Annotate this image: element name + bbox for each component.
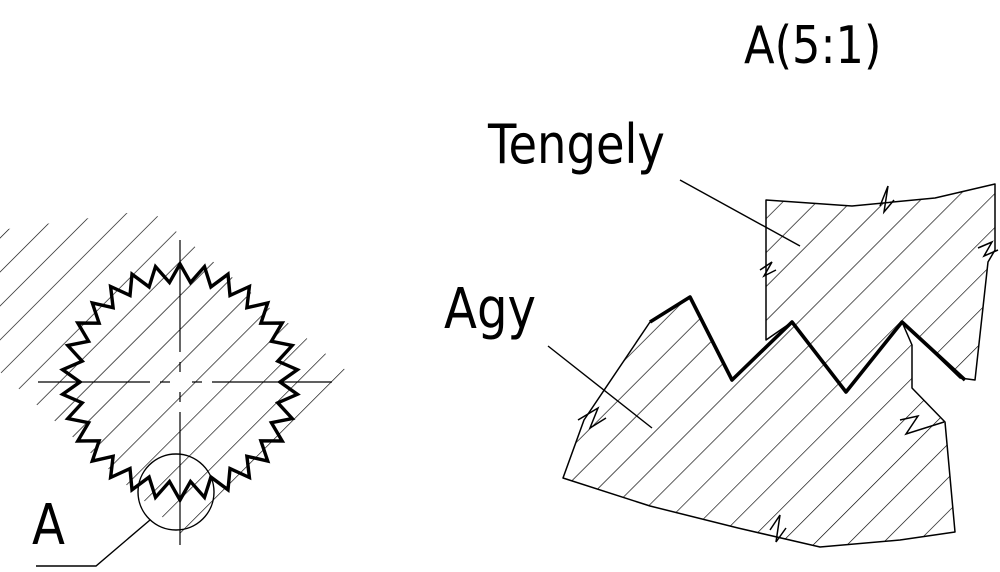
shaft-label: Tengely	[488, 113, 665, 176]
hub-label: Agy	[444, 277, 537, 342]
center-lines	[38, 240, 332, 545]
section-view	[0, 210, 348, 567]
detail-leader	[36, 519, 151, 567]
shaft-leader	[679, 179, 801, 247]
break-lines	[577, 185, 999, 543]
detail-marker-label: A	[32, 493, 65, 558]
detail-view	[547, 179, 999, 548]
detail-circle	[137, 453, 215, 531]
tooth-contact-line	[649, 295, 967, 394]
hub-detail-section	[562, 296, 956, 548]
hub-leader	[547, 345, 653, 429]
detail-view-title: A(5:1)	[744, 16, 882, 76]
